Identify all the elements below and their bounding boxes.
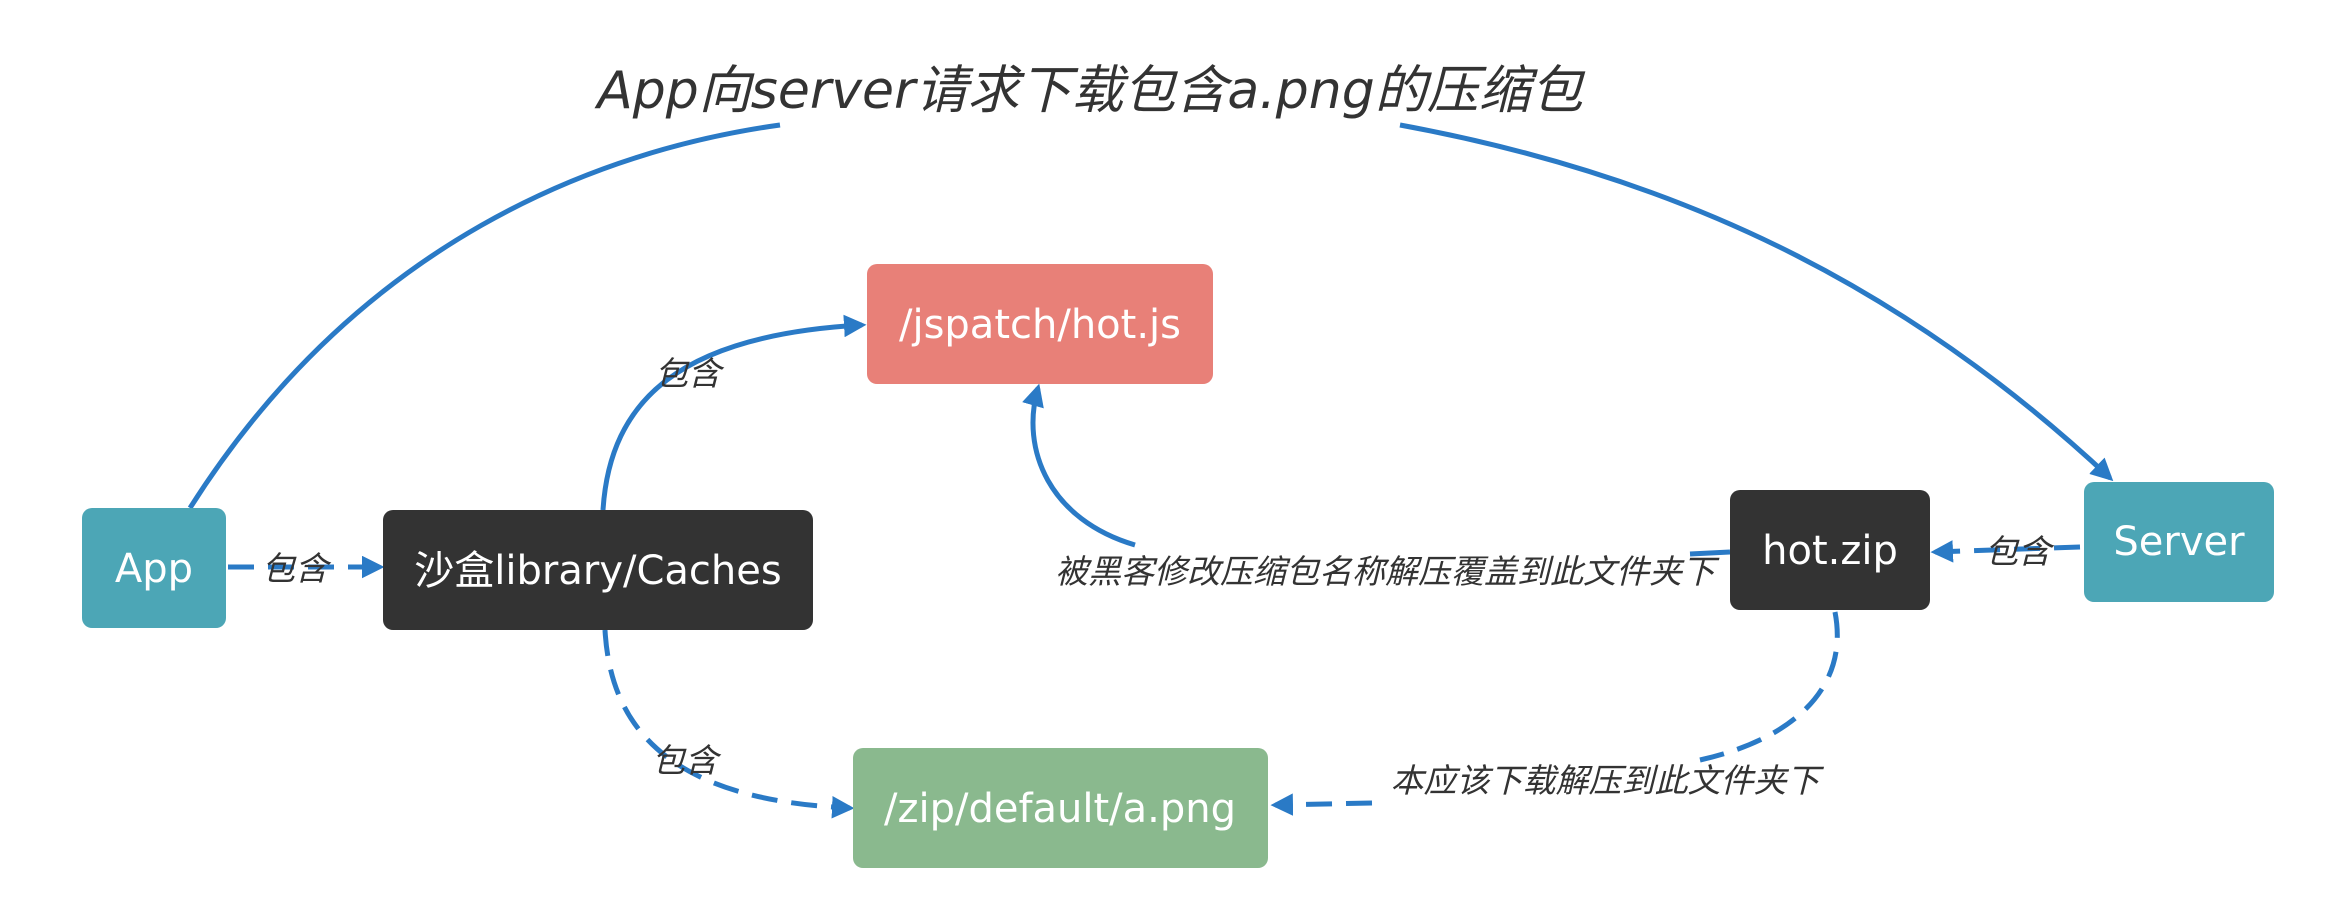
node-hotjs-label: /jspatch/hot.js	[899, 302, 1181, 348]
edge-label-app-to-sandbox: 包含	[262, 549, 332, 588]
edge-label-server-to-hotzip: 包含	[1985, 532, 2055, 571]
node-sandbox-label: 沙盒library/Caches	[414, 548, 781, 594]
diagram-title: App向server请求下载包含a.png的压缩包	[594, 61, 1586, 121]
node-hotzip-label: hot.zip	[1762, 528, 1898, 574]
edge-label-hotzip-to-hotjs: 被黑客修改压缩包名称解压覆盖到此文件夹下	[1055, 552, 1720, 591]
edge-label-sandbox-to-apng: 包含	[652, 741, 722, 780]
node-hotzip: hot.zip	[1730, 490, 1930, 610]
node-apng-label: /zip/default/a.png	[884, 786, 1236, 832]
edge-label-sandbox-to-hotjs: 包含	[655, 354, 725, 393]
node-hotjs: /jspatch/hot.js	[867, 264, 1213, 384]
edge-hotzip-to-apng	[1275, 611, 1840, 805]
edge-hotzip-to-hotjs	[1033, 388, 1731, 557]
edge-label-hotzip-to-apng: 本应该下载解压到此文件夹下	[1391, 761, 1825, 800]
node-server-label: Server	[2113, 519, 2245, 565]
node-apng: /zip/default/a.png	[853, 748, 1268, 868]
node-sandbox: 沙盒library/Caches	[383, 510, 813, 630]
node-app: App	[82, 508, 226, 628]
edge-sandbox-to-hotjs	[600, 314, 867, 511]
edge-server-to-hotzip	[1930, 540, 2081, 563]
node-server: Server	[2084, 482, 2274, 602]
edge-app-to-server	[187, 122, 2110, 510]
edge-sandbox-to-apng	[602, 629, 855, 819]
node-app-label: App	[115, 546, 193, 592]
